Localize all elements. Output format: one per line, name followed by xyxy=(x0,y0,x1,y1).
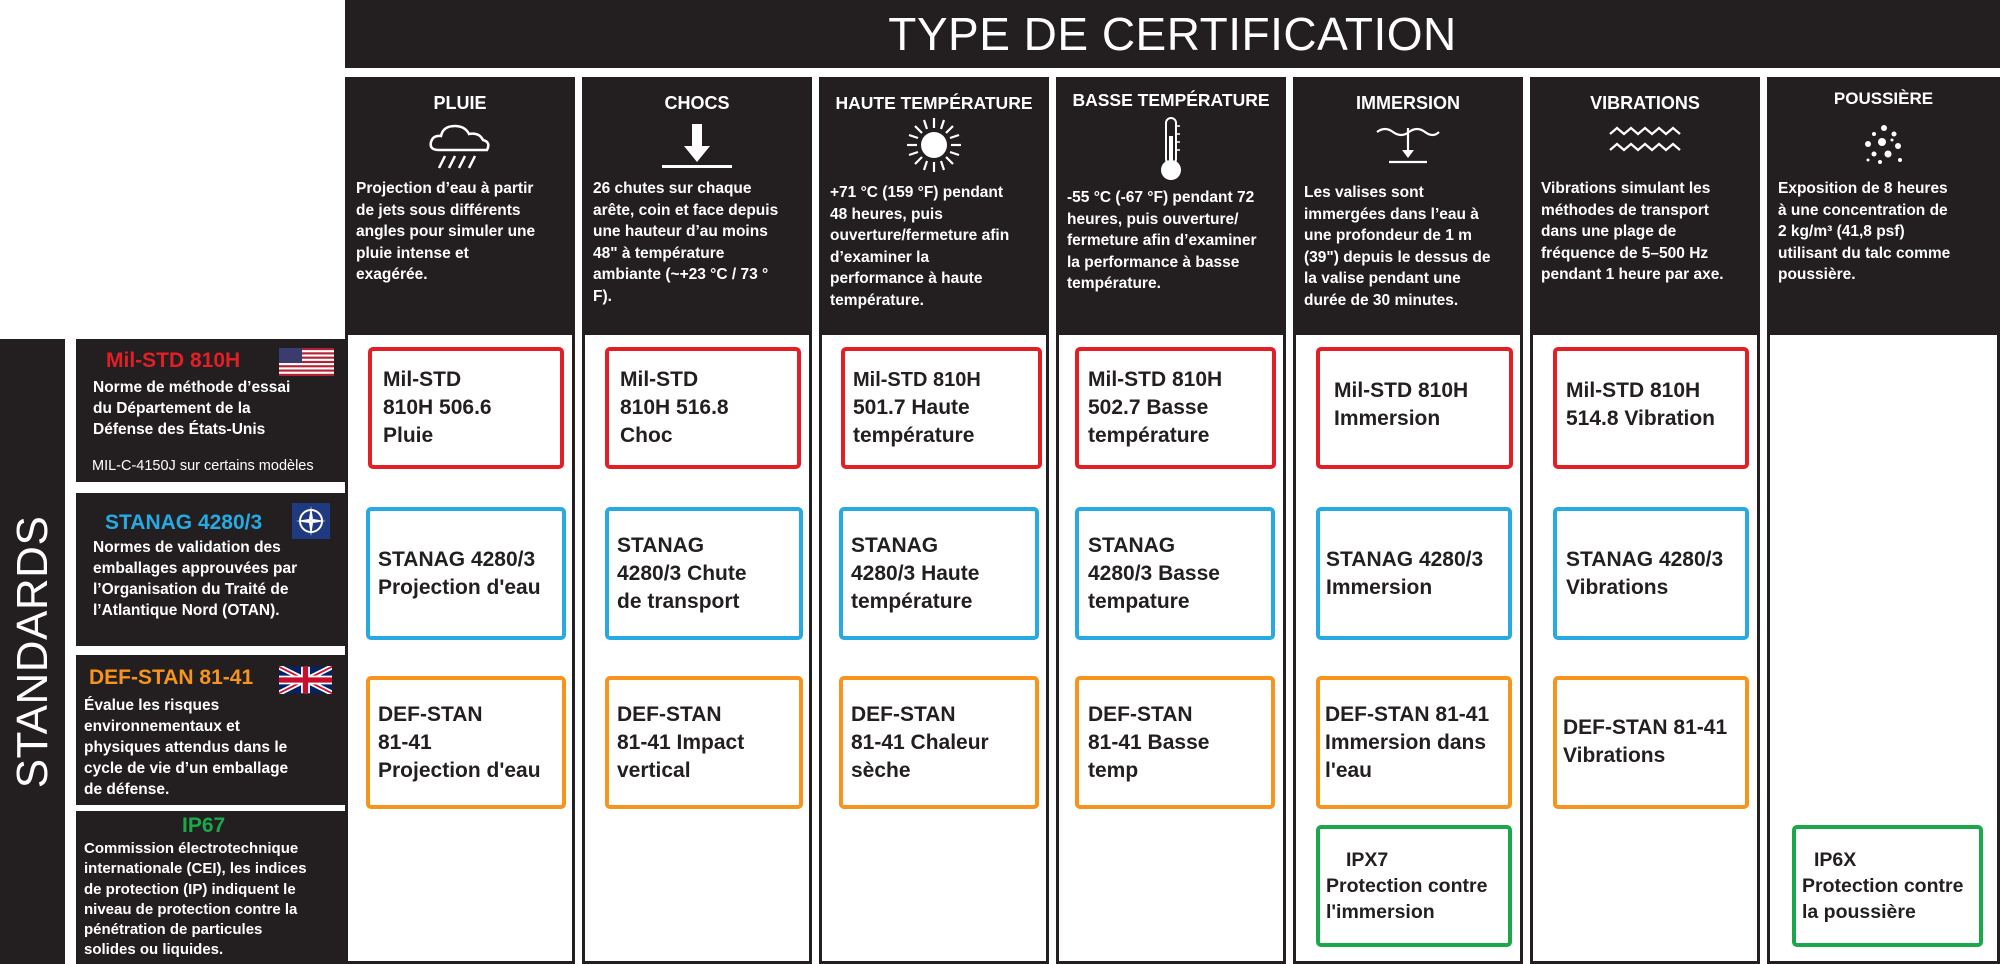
column-header: BASSE TEMPÉRATURE -55 °C (-67 °F) pendan… xyxy=(1059,80,1283,335)
uk-flag-icon xyxy=(279,666,332,694)
cert-def-stan: DEF-STAN 81-41 Immersion dans l'eau xyxy=(1316,676,1512,809)
column-header: POUSSIÈRE Exposition de 8 heures à une c… xyxy=(1770,80,1997,335)
page-title: TYPE DE CERTIFICATION xyxy=(345,0,2000,68)
column-description: +71 °C (159 °F) pendant 48 heures, puis … xyxy=(830,184,1010,309)
standard-description: Norme de méthode d’essai du Département … xyxy=(93,379,291,438)
standards-label: STANDARDS xyxy=(7,515,57,788)
standard-ip67: IP67 Commission électrotechnique interna… xyxy=(76,811,345,964)
cert-stanag: STANAG 4280/3 Haute température xyxy=(839,507,1039,640)
vibration-waves-icon xyxy=(1609,126,1681,152)
immersion-icon xyxy=(1376,127,1440,164)
column-header: VIBRATIONS Vibrations simulant les métho… xyxy=(1533,80,1757,335)
standard-title: DEF-STAN 81-41 xyxy=(89,666,254,689)
cert-stanag: STANAG 4280/3 Chute de transport xyxy=(605,507,803,640)
column-chocs: CHOCS 26 chutes sur chaque arête, coin e… xyxy=(582,77,812,964)
rain-cloud-icon xyxy=(429,124,490,169)
column-poussiere: POUSSIÈRE Exposition de 8 heures à une c… xyxy=(1767,77,2000,964)
standard-description: Commission électrotechnique internationa… xyxy=(84,840,307,959)
column-description: 26 chutes sur chaque arête, coin et face… xyxy=(593,180,779,305)
dust-particles-icon xyxy=(1864,125,1902,164)
standard-def-stan: DEF-STAN 81-41 Évalue les risques enviro… xyxy=(76,655,345,805)
cert-def-stan: DEF-STAN 81-41 Basse temp xyxy=(1075,676,1275,809)
cert-stanag: STANAG 4280/3 Immersion xyxy=(1316,507,1512,640)
cert-def-stan: DEF-STAN 81-41 Projection d'eau xyxy=(366,676,566,809)
column-header: HAUTE TEMPÉRATURE +71 °C (159 °F) pendan… xyxy=(822,80,1046,335)
column-description: Les valises sont immergées dans l’eau à … xyxy=(1304,184,1491,309)
column-description: -55 °C (-67 °F) pendant 72 heures, puis … xyxy=(1067,189,1257,292)
thermometer-icon xyxy=(1161,117,1181,180)
cert-ip: IP6X Protection contre la poussière xyxy=(1792,825,1983,947)
column-label: BASSE TEMPÉRATURE xyxy=(1072,90,1270,110)
standards-sidebar: STANDARDS xyxy=(0,339,65,964)
column-description: Projection d’eau à partir de jets sous d… xyxy=(356,180,536,283)
column-header: IMMERSION Les valises sont immergées dan… xyxy=(1296,80,1520,335)
cert-mil-std: Mil-STD 810H 502.7 Basse température xyxy=(1075,347,1276,469)
us-flag-icon xyxy=(279,348,334,376)
standard-extra-note: MIL-C-4150J sur certains modèles xyxy=(92,458,314,474)
column-header: CHOCS 26 chutes sur chaque arête, coin e… xyxy=(585,80,809,335)
standard-title: IP67 xyxy=(182,814,226,837)
standard-description: Évalue les risques environnementaux et p… xyxy=(84,697,289,798)
cert-def-stan: DEF-STAN 81-41 Impact vertical xyxy=(605,676,803,809)
column-label: VIBRATIONS xyxy=(1590,93,1700,113)
standard-stanag: STANAG 4280/3 Normes de validation des e… xyxy=(76,493,345,646)
standard-mil-std: Mil-STD 810H Norme de méthode d’essai du… xyxy=(76,339,345,482)
standard-title: Mil-STD 810H xyxy=(106,349,241,372)
column-label: HAUTE TEMPÉRATURE xyxy=(835,93,1033,113)
cert-stanag: STANAG 4280/3 Vibrations xyxy=(1553,507,1749,640)
nato-emblem-icon xyxy=(292,503,330,539)
page-title-text: TYPE DE CERTIFICATION xyxy=(888,8,1457,60)
standard-description: Normes de validation des emballages appr… xyxy=(93,539,298,619)
column-header: PLUIE Projection d’eau à partir de jets … xyxy=(348,80,572,335)
column-pluie: PLUIE Projection d’eau à partir de jets … xyxy=(345,77,575,964)
sun-icon xyxy=(907,118,961,172)
column-basse-temperature: BASSE TEMPÉRATURE -55 °C (-67 °F) pendan… xyxy=(1056,77,1286,964)
cert-mil-std: Mil-STD 810H 514.8 Vibration xyxy=(1553,347,1749,469)
cert-stanag: STANAG 4280/3 Basse tempature xyxy=(1075,507,1275,640)
cert-mil-std: Mil-STD 810H Immersion xyxy=(1316,347,1513,469)
standard-title: STANAG 4280/3 xyxy=(105,511,263,534)
column-description: Vibrations simulant les méthodes de tran… xyxy=(1541,180,1724,283)
column-haute-temperature: HAUTE TEMPÉRATURE +71 °C (159 °F) pendan… xyxy=(819,77,1049,964)
cert-mil-std: Mil-STD 810H 506.6 Pluie xyxy=(368,347,564,469)
column-immersion: IMMERSION Les valises sont immergées dan… xyxy=(1293,77,1523,964)
column-label: IMMERSION xyxy=(1355,93,1460,113)
cert-mil-std: Mil-STD 810H 516.8 Choc xyxy=(605,347,801,469)
cert-stanag: STANAG 4280/3 Projection d'eau xyxy=(366,507,566,640)
column-label: CHOCS xyxy=(664,93,730,113)
cert-def-stan: DEF-STAN 81-41 Vibrations xyxy=(1553,676,1749,809)
column-label: POUSSIÈRE xyxy=(1833,89,1934,108)
cert-def-stan: DEF-STAN 81-41 Chaleur sèche xyxy=(839,676,1039,809)
column-vibrations: VIBRATIONS Vibrations simulant les métho… xyxy=(1530,77,1760,964)
column-label: PLUIE xyxy=(433,93,487,113)
cert-ip: IPX7 Protection contre l'immersion xyxy=(1316,825,1512,947)
cert-mil-std: Mil-STD 810H 501.7 Haute température xyxy=(841,347,1042,469)
drop-arrow-icon xyxy=(662,124,732,168)
column-description: Exposition de 8 heures à une concentrati… xyxy=(1778,180,1951,283)
